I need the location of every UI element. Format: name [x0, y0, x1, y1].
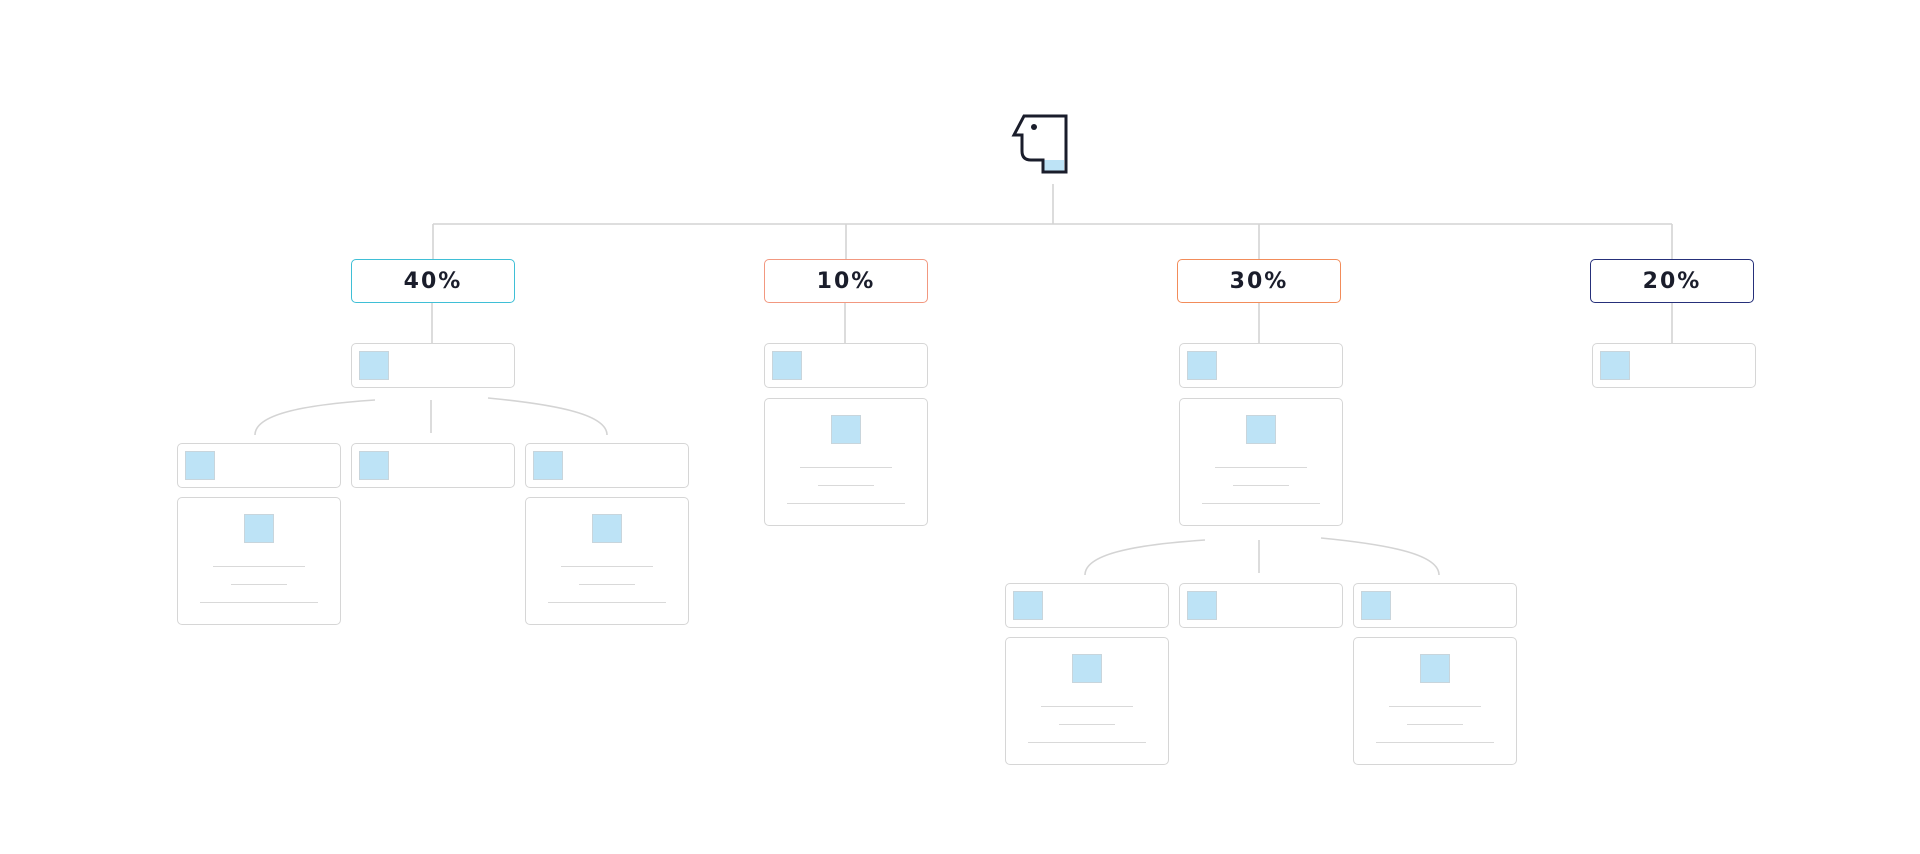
- item-card-b3-right: [1353, 583, 1517, 628]
- image-placeholder-icon: [1246, 415, 1276, 444]
- item-card-b2-top: [764, 343, 928, 388]
- image-placeholder-icon: [1420, 654, 1450, 683]
- detail-card-b3-left: [1005, 637, 1169, 765]
- text-line: [1215, 467, 1307, 468]
- detail-card-b3-right: [1353, 637, 1517, 765]
- percentage-label-4: 20%: [1642, 268, 1702, 294]
- text-line: [1028, 742, 1146, 743]
- connector-split-3-left: [1084, 539, 1206, 576]
- image-placeholder-icon: [533, 451, 563, 480]
- percentage-label-2: 10%: [816, 268, 876, 294]
- item-card-b1-left: [177, 443, 341, 488]
- item-card-b4-top: [1592, 343, 1756, 388]
- detail-card-b2: [764, 398, 928, 526]
- percentage-box-3: 30%: [1177, 259, 1341, 303]
- image-placeholder-icon: [359, 451, 389, 480]
- item-card-b3-mid: [1179, 583, 1343, 628]
- text-line: [200, 602, 318, 603]
- detail-card-b1-right: [525, 497, 689, 625]
- text-line: [818, 485, 874, 486]
- text-line: [1233, 485, 1289, 486]
- percentage-box-1: 40%: [351, 259, 515, 303]
- text-line: [1041, 706, 1133, 707]
- text-line: [213, 566, 305, 567]
- text-line: [1202, 503, 1320, 504]
- image-placeholder-icon: [592, 514, 622, 543]
- text-line: [1407, 724, 1463, 725]
- image-placeholder-icon: [1600, 351, 1630, 380]
- image-placeholder-icon: [1013, 591, 1043, 620]
- percentage-label-3: 30%: [1229, 268, 1289, 294]
- item-card-b1-right: [525, 443, 689, 488]
- text-line: [787, 503, 905, 504]
- image-placeholder-icon: [1187, 351, 1217, 380]
- item-card-b3-left: [1005, 583, 1169, 628]
- connector-split-1-right: [487, 397, 608, 436]
- text-line: [561, 566, 653, 567]
- percentage-label-1: 40%: [403, 268, 463, 294]
- text-line: [800, 467, 892, 468]
- image-placeholder-icon: [1361, 591, 1391, 620]
- image-placeholder-icon: [1072, 654, 1102, 683]
- image-placeholder-icon: [244, 514, 274, 543]
- item-card-b3-top: [1179, 343, 1343, 388]
- item-card-b1-top: [351, 343, 515, 388]
- image-placeholder-icon: [359, 351, 389, 380]
- percentage-box-4: 20%: [1590, 259, 1754, 303]
- detail-card-b1-left: [177, 497, 341, 625]
- image-placeholder-icon: [772, 351, 802, 380]
- image-placeholder-icon: [185, 451, 215, 480]
- head-profile-icon: [1011, 114, 1068, 174]
- image-placeholder-icon: [831, 415, 861, 444]
- image-placeholder-icon: [1187, 591, 1217, 620]
- connector-split-3-right: [1320, 537, 1440, 576]
- detail-card-b3: [1179, 398, 1343, 526]
- text-line: [1389, 706, 1481, 707]
- text-line: [579, 584, 635, 585]
- text-line: [1376, 742, 1494, 743]
- percentage-box-2: 10%: [764, 259, 928, 303]
- text-line: [231, 584, 287, 585]
- item-card-b1-mid: [351, 443, 515, 488]
- text-line: [1059, 724, 1115, 725]
- text-line: [548, 602, 666, 603]
- connector-split-1-left: [254, 399, 376, 436]
